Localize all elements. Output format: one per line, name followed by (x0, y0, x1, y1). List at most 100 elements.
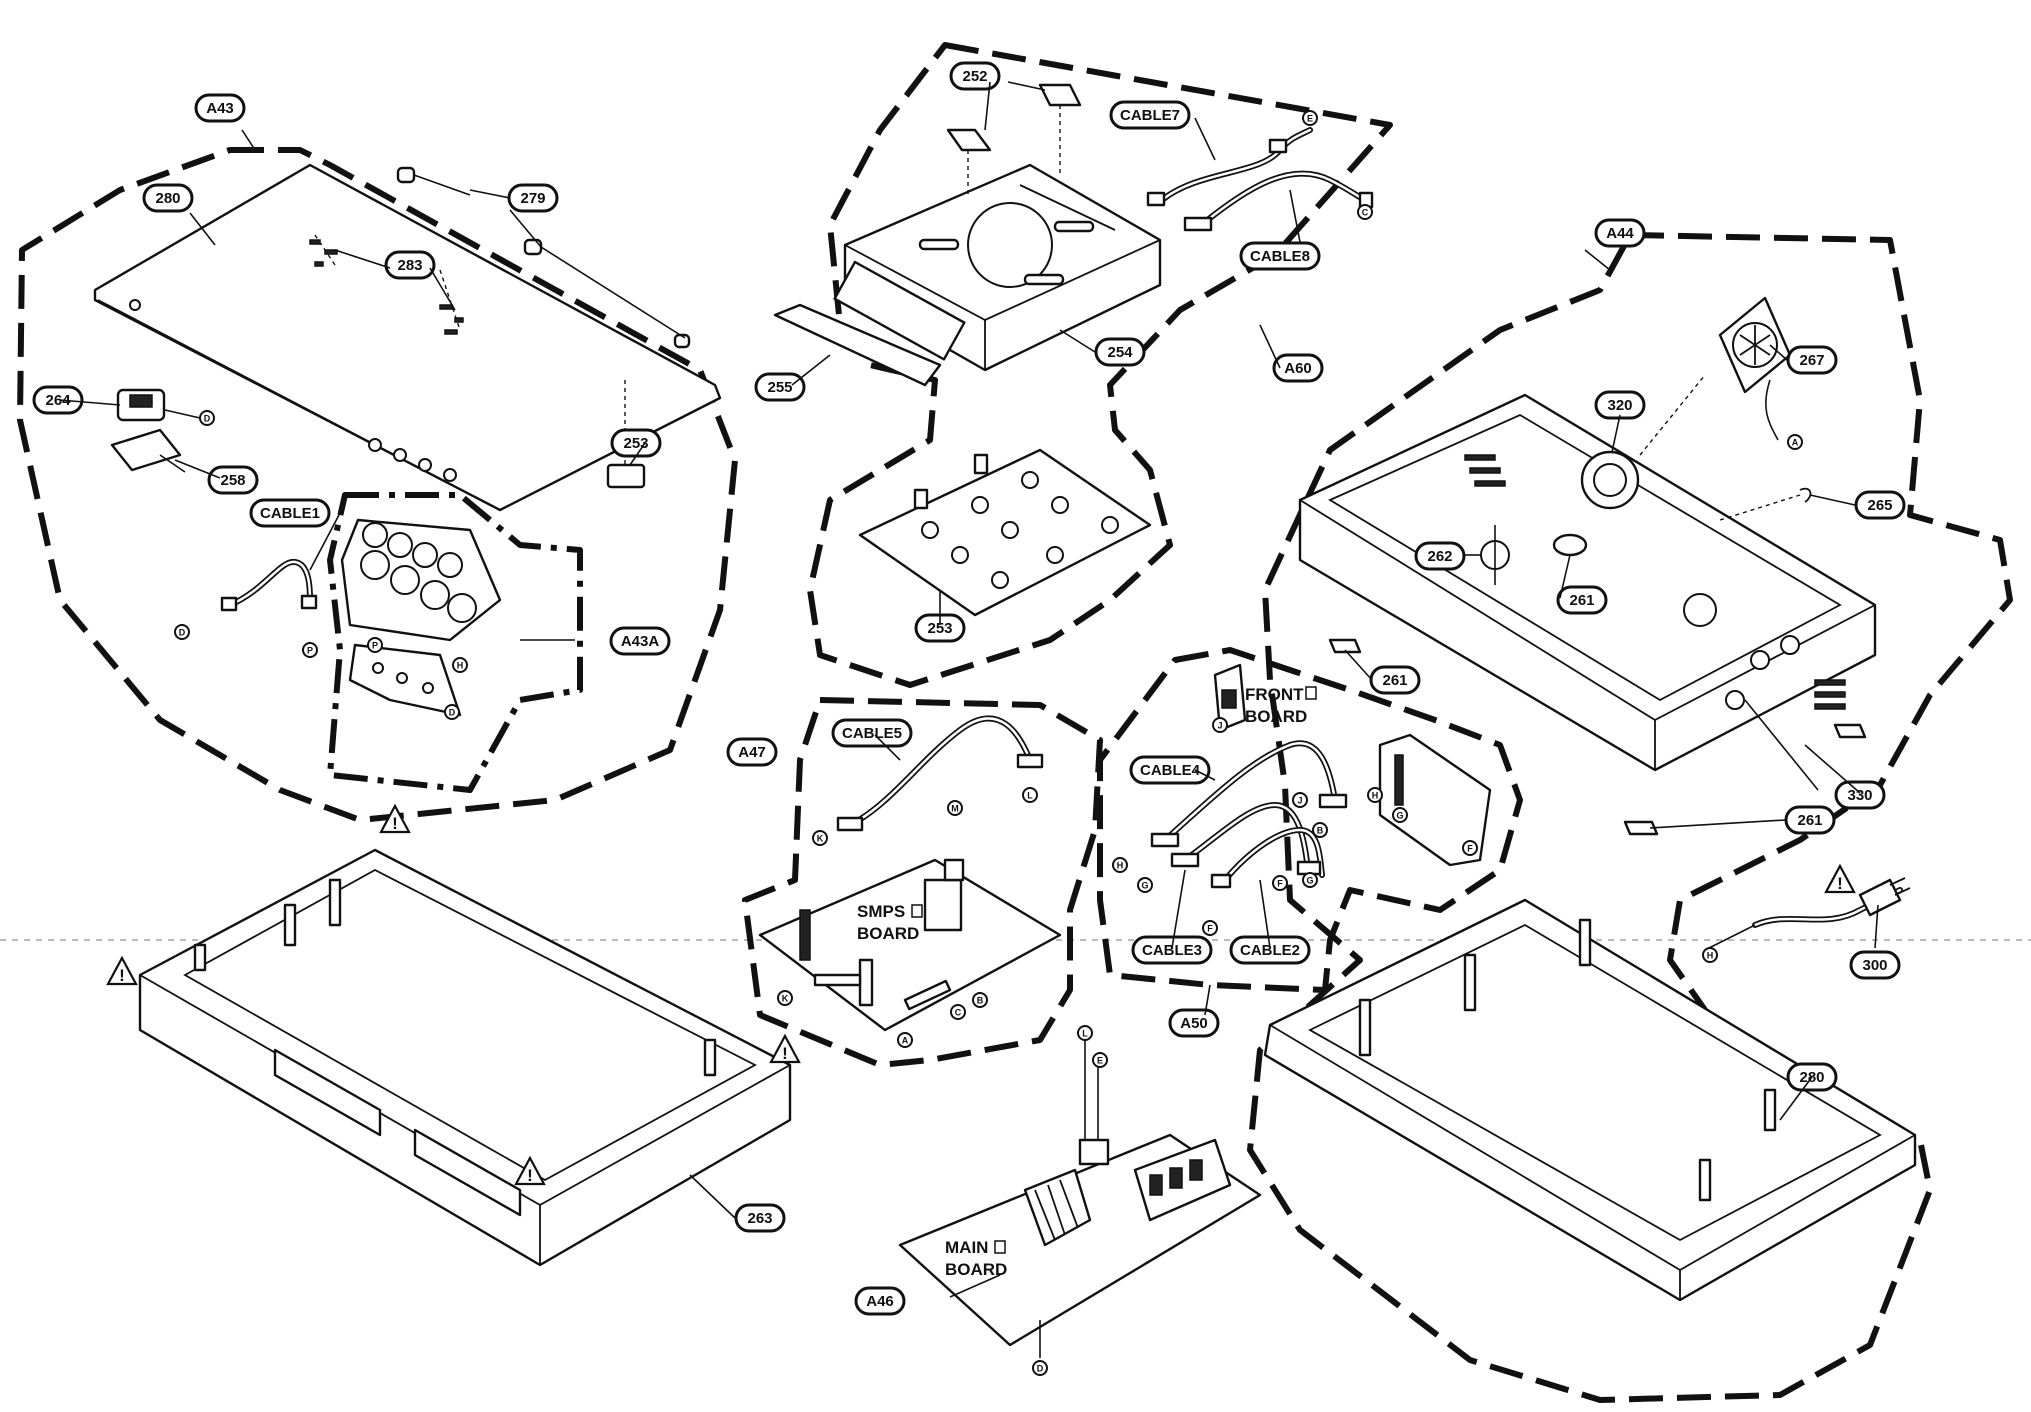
group-label-a50: A50 (1168, 1008, 1220, 1038)
connector-marker-text: K (782, 994, 789, 1004)
part-label-280-top-text: 280 (155, 190, 180, 207)
warning-triangle-shape (1824, 863, 1856, 894)
main-board-label-line1: MAIN (945, 1238, 988, 1257)
cable7-harness (1146, 127, 1313, 207)
cable8-harness (1183, 170, 1374, 232)
connector-marker-text: J (1217, 721, 1222, 731)
part-label-330-text: 330 (1847, 787, 1872, 804)
connector-marker-p-2: P (302, 642, 318, 658)
connector-marker-ring (812, 830, 828, 846)
connector-marker-k-13: K (777, 990, 793, 1006)
warning-triangle-icon: ! (514, 1155, 546, 1186)
main-board-terminal-block (1133, 1138, 1232, 1222)
part-label-261-a-text: 261 (1569, 592, 1594, 609)
connector-marker-d-1: D (174, 624, 190, 640)
screen-print-marks (309, 239, 464, 335)
fan-guard-part-320 (1580, 374, 1706, 510)
connector-marker-text: C (1362, 208, 1369, 218)
connector-marker-ring (1702, 947, 1718, 963)
part-label-258: 258 (207, 465, 259, 495)
part-label-330: 330 (1834, 780, 1886, 810)
bottom-tray-part-263 (138, 848, 792, 1267)
cable-label-cable2: CABLE2 (1229, 935, 1311, 965)
connector-marker-ring (1357, 204, 1373, 220)
connector-marker-ring (1367, 787, 1383, 803)
connector-marker-p-3: P (367, 637, 383, 653)
main-board-label-line2: BOARD (945, 1260, 1007, 1279)
part-label-253-bracket: 253 (914, 613, 966, 643)
cable-label-cable1: CABLE1 (249, 498, 331, 528)
top-cover-screws (396, 166, 691, 349)
smps-board-label-box (911, 904, 923, 918)
connector-marker-text: A (902, 1036, 909, 1046)
part-label-263-text: 263 (747, 1210, 772, 1227)
part-label-267: 267 (1786, 345, 1838, 375)
part-label-258-text: 258 (220, 472, 245, 489)
connector-marker-text: F (1277, 879, 1283, 889)
part-label-262-text: 262 (1427, 548, 1452, 565)
part-label-261-c-frame (1784, 805, 1836, 835)
group-label-a46: A46 (854, 1286, 906, 1316)
top-cover-panel (93, 163, 722, 512)
part-label-262: 262 (1414, 541, 1466, 571)
disk-drive-part-254 (833, 163, 1162, 372)
connector-marker-d-30: D (1032, 1360, 1048, 1376)
smps-board (758, 858, 1062, 1032)
connector-marker-ring (367, 637, 383, 653)
group-label-a60-text: A60 (1284, 360, 1312, 377)
callout-leaders (59, 81, 1879, 1298)
group-label-a50-text: A50 (1180, 1015, 1208, 1032)
group-label-a50-frame (1168, 1008, 1220, 1038)
connector-marker-ring (452, 657, 468, 673)
cable-label-cable2-frame (1229, 935, 1311, 965)
fan-part-267 (1718, 296, 1792, 441)
connector-marker-e-6: E (1302, 110, 1318, 126)
cable-label-cable8: CABLE8 (1239, 241, 1321, 271)
connector-marker-h-9: H (1702, 947, 1718, 963)
connector-marker-text: L (1082, 1029, 1088, 1039)
part-label-263-frame (734, 1203, 786, 1233)
warning-triangle-icon: ! (769, 1033, 801, 1064)
spacer-part-261-inner (1552, 533, 1588, 557)
connector-marker-text: B (977, 996, 984, 1006)
connector-marker-text: A (1792, 438, 1799, 448)
connector-marker-text: F (1207, 924, 1213, 934)
part-label-261-c-text: 261 (1797, 812, 1822, 829)
connector-marker-m-12: M (947, 800, 963, 816)
connector-marker-d-0: D (199, 410, 215, 426)
connector-marker-ring (897, 1032, 913, 1048)
cable-label-cable8-frame (1239, 241, 1321, 271)
connector-marker-ring (1202, 920, 1218, 936)
connector-marker-text: D (1037, 1364, 1044, 1374)
connector-marker-l-11: L (1022, 787, 1038, 803)
connector-marker-ring (1272, 875, 1288, 891)
connector-marker-ring (1787, 434, 1803, 450)
warning-triangle-icon: ! (1824, 863, 1856, 894)
part-label-300: 300 (1849, 950, 1901, 980)
connector-marker-ring (1137, 877, 1153, 893)
connector-marker-ring (174, 624, 190, 640)
smps-board-label-line1: SMPS (857, 902, 905, 921)
cable-label-cable3: CABLE3 (1131, 935, 1213, 965)
cable-label-cable1-text: CABLE1 (260, 505, 320, 522)
connector-marker-text: G (1306, 876, 1313, 886)
cable-label-cable4: CABLE4 (1129, 755, 1211, 785)
connector-marker-ring (1212, 717, 1228, 733)
drive-pads-part-252 (946, 83, 1082, 195)
connector-marker-text: H (1117, 861, 1124, 871)
cable-label-cable7-text: CABLE7 (1120, 107, 1180, 124)
warning-triangle-mark: ! (1837, 874, 1843, 893)
group-label-a43: A43 (194, 93, 246, 123)
part-label-261-c: 261 (1784, 805, 1836, 835)
part-label-283: 283 (384, 250, 436, 280)
switch-bracket-part-258 (110, 428, 186, 473)
part-label-252-frame (949, 61, 1001, 91)
part-label-252-text: 252 (962, 68, 987, 85)
main-board-heatsink (1023, 1168, 1092, 1247)
cable3-harness (1170, 801, 1311, 873)
connector-marker-text: L (1027, 791, 1033, 801)
part-label-330-frame (1834, 780, 1886, 810)
connector-marker-ring (972, 992, 988, 1008)
group-label-a60-frame (1272, 353, 1324, 383)
connector-marker-ring (1462, 840, 1478, 856)
